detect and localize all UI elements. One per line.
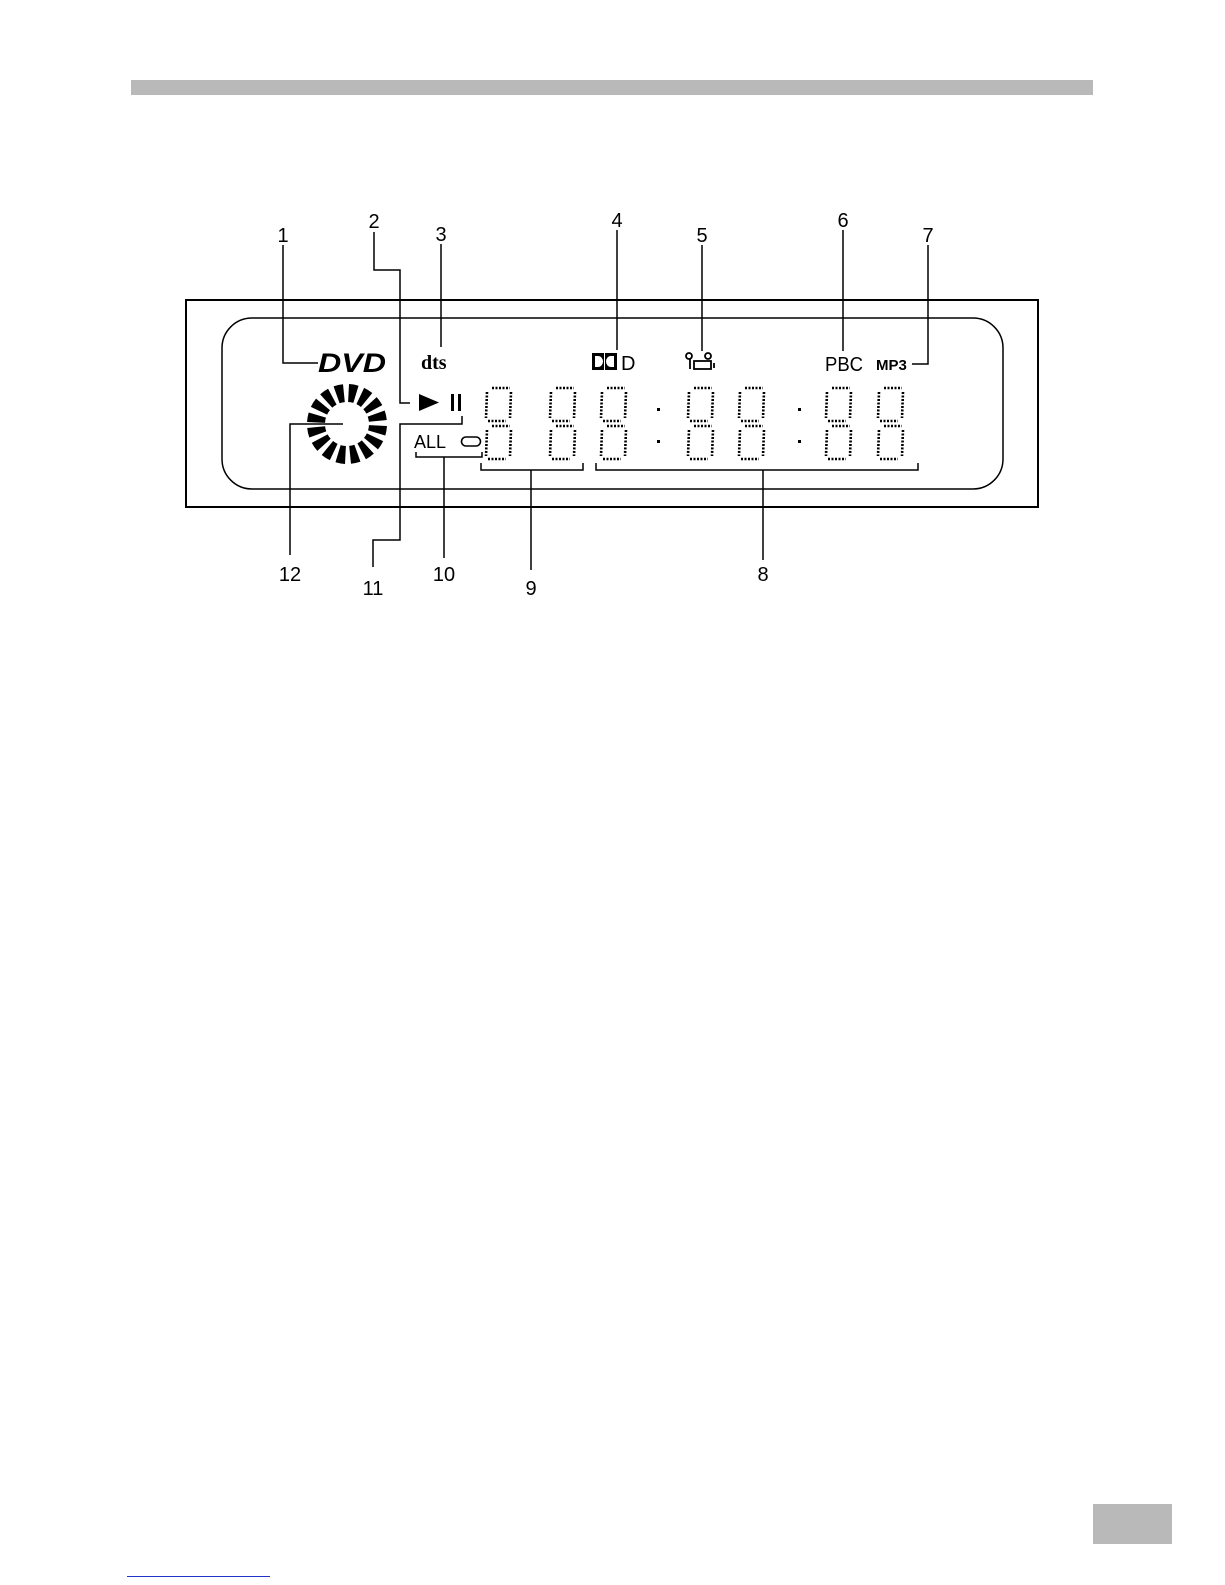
camera-angle-icon (686, 353, 714, 369)
callout-10: 10 (433, 564, 455, 586)
digit-segment (902, 430, 903, 456)
digit-segment (763, 392, 764, 418)
disc-segment (307, 412, 326, 422)
callout-12: 12 (279, 564, 301, 586)
segment-digits (486, 388, 903, 459)
digit-segment (878, 430, 879, 456)
digit-segment (601, 392, 602, 418)
callout-7: 7 (922, 225, 933, 247)
digit-segment (850, 392, 851, 418)
leader-lines (283, 230, 928, 570)
digit-segment (550, 430, 551, 456)
digit-segment (486, 430, 487, 456)
digit-segment (878, 392, 879, 418)
play-icon (419, 394, 439, 411)
callout-9: 9 (525, 578, 536, 600)
digit-segment (486, 392, 487, 418)
callout-8: 8 (757, 564, 768, 586)
disc-segment (334, 384, 345, 403)
callout-11: 11 (363, 578, 384, 600)
callout-5: 5 (696, 225, 707, 247)
digit-segment (712, 392, 713, 418)
callout-4: 4 (611, 210, 622, 232)
dvd-indicator: DVD (318, 348, 386, 378)
digit-segment (688, 392, 689, 418)
bracket-10 (416, 452, 482, 457)
page-number-tab (1093, 1504, 1172, 1544)
digit-segment (763, 430, 764, 456)
digit-segment (625, 430, 626, 456)
disc-segment (349, 445, 360, 464)
pause-icon (451, 394, 461, 411)
digit-segment (510, 430, 511, 456)
callout-6: 6 (837, 210, 848, 232)
digit-segment (902, 392, 903, 418)
repeat-loop-icon (462, 437, 481, 446)
dolby-double-d-icon (592, 353, 617, 370)
digit-segment (625, 392, 626, 418)
time-separators (657, 408, 801, 443)
callout-2: 2 (368, 211, 379, 233)
disc-segment (368, 411, 387, 422)
leader-7 (912, 245, 928, 364)
disc-segment (335, 445, 345, 464)
display-window (222, 318, 1003, 489)
dts-indicator: dts (421, 352, 447, 374)
digit-segment (826, 430, 827, 456)
mp3-indicator: MP3 (876, 357, 907, 374)
callout-3: 3 (435, 224, 446, 246)
digit-segment (510, 392, 511, 418)
disc-segment (348, 384, 358, 403)
pbc-indicator: PBC (825, 354, 863, 376)
bracket-9 (481, 463, 583, 470)
digit-segment (739, 430, 740, 456)
bracket-8 (596, 463, 918, 470)
digit-segment (574, 430, 575, 456)
digit-segment (688, 430, 689, 456)
dolby-d-label: D (621, 353, 635, 375)
digit-segment (739, 392, 740, 418)
repeat-all-indicator: ALL (414, 432, 446, 452)
digit-segment (850, 430, 851, 456)
digit-segment (574, 392, 575, 418)
digit-segment (712, 430, 713, 456)
disc-segment (307, 426, 326, 437)
disc-segment (368, 425, 387, 435)
leader-1 (283, 245, 318, 363)
digit-segment (826, 392, 827, 418)
callout-1: 1 (277, 225, 288, 247)
footer-link-line (127, 1576, 270, 1577)
digit-segment (601, 430, 602, 456)
digit-segment (550, 392, 551, 418)
